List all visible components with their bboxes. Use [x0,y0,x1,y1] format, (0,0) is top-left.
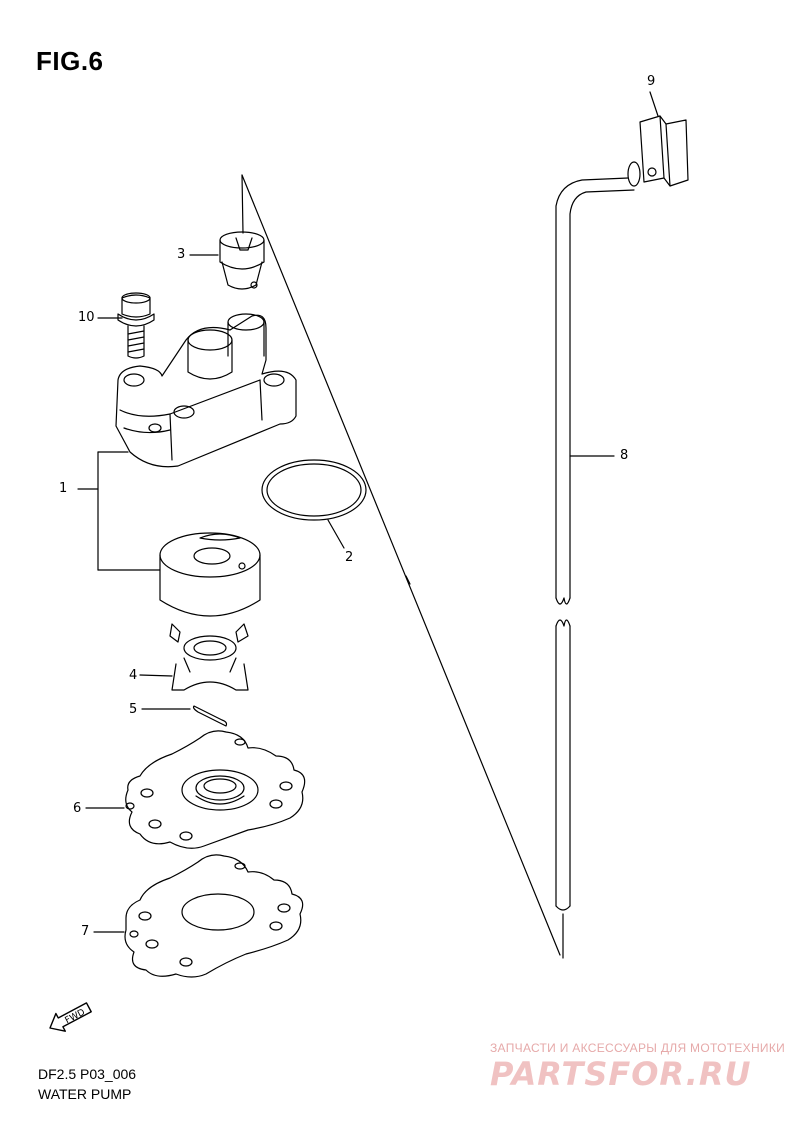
callout-3: 3 [177,247,186,262]
watermark-caption: ЗАПЧАСТИ И АКСЕССУАРЫ ДЛЯ МОТОТЕХНИКИ [490,1041,786,1055]
part-10-bolt [117,292,155,359]
part-7-gasket [93,854,304,978]
model-code: DF2.5 P03_006 [38,1066,137,1082]
figure-title: FIG.6 [36,46,104,76]
callout-5: 5 [129,702,138,717]
watermark-logo: PARTSFOR.RU [490,1055,752,1093]
callout-7: 7 [81,924,90,939]
forward-arrow-icon: FWD [49,1002,92,1032]
fwd-label: FWD [64,1007,87,1026]
part-1-pump-liner [159,532,261,617]
callout-4: 4 [129,668,138,683]
part-1-pump-case [115,313,297,468]
part-6-plate [85,730,306,849]
part-2-o-ring [261,459,367,549]
callout-10: 10 [78,310,95,325]
callout-8: 8 [620,448,629,463]
part-8-water-tube [555,177,635,959]
assembly-guide-line-top [241,174,244,234]
part-5-pin [141,705,228,727]
part-4-impeller [139,623,249,691]
callout-2: 2 [345,550,354,565]
part-9-grommet [627,91,689,187]
callout-1: 1 [59,481,68,496]
section-name: WATER PUMP [38,1086,132,1102]
callout-6: 6 [73,801,82,816]
assembly-guide-line [241,174,561,956]
part-1-bracket [77,451,161,571]
callout-9: 9 [647,74,656,89]
part-3-collar [219,231,265,290]
guide-break-mark [405,575,411,585]
